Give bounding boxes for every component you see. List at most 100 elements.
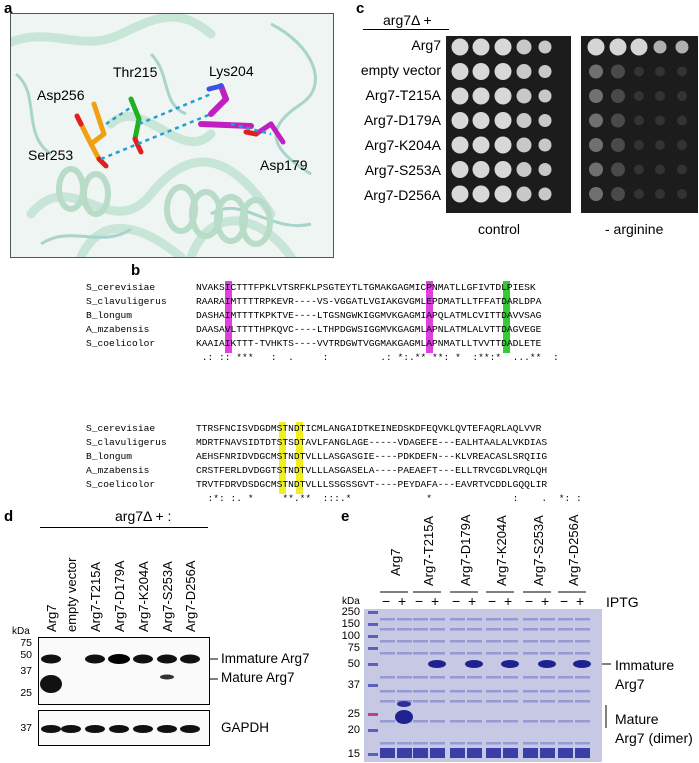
background-band (397, 742, 412, 745)
residue-asp179: Asp179 (260, 157, 308, 173)
background-band (486, 690, 501, 693)
arginine-colony (655, 164, 665, 175)
species-name: A_mzabensis (86, 324, 150, 335)
background-band (540, 628, 555, 631)
label-mature: Mature Arg7 (221, 670, 295, 685)
arginine-colony (634, 66, 644, 77)
background-band (486, 628, 501, 631)
dye-front (380, 748, 395, 758)
background-band (558, 676, 573, 679)
arginine-colony (634, 115, 644, 126)
ladder-band (368, 713, 378, 716)
spot-row-label: Arg7 (411, 37, 441, 53)
background-band (503, 720, 518, 723)
highlight-magenta-2 (426, 281, 433, 353)
band-immature (180, 654, 200, 664)
panel-d-label: d (4, 508, 14, 525)
control-colony (494, 136, 512, 154)
alignment-sequence: RAARAIMTTTTRPKEVR----VS-VGGATLVGIAKGVGML… (196, 296, 542, 307)
band-mature-e (395, 710, 413, 724)
background-band (575, 676, 590, 679)
background-band (486, 742, 501, 745)
background-band (523, 628, 538, 631)
band-immature-e (501, 660, 519, 668)
band-mature (40, 675, 62, 693)
dye-front (523, 748, 538, 758)
background-band (450, 640, 465, 643)
alignment-sequence: .: :: *** : . : .: *:.** **: * :**:* ...… (196, 352, 559, 363)
arginine-colony (634, 189, 644, 199)
control-colony (494, 185, 512, 203)
arginine-colony (653, 40, 667, 54)
ladder-band (368, 729, 378, 732)
background-band (413, 690, 428, 693)
background-band (430, 640, 445, 643)
iptg-minus: − (382, 593, 391, 609)
coomassie-marker: 50 (347, 658, 360, 670)
dye-front (540, 748, 555, 758)
background-band (540, 742, 555, 745)
band-immature (41, 654, 61, 664)
arginine-colony (675, 40, 689, 54)
residue-thr215: Thr215 (113, 64, 158, 80)
arginine-colony (611, 162, 625, 177)
background-band (523, 676, 538, 679)
coomassie-marker: 75 (347, 642, 360, 654)
background-band (558, 700, 573, 703)
background-band (413, 618, 428, 621)
control-colony (516, 113, 532, 128)
control-colony (472, 185, 490, 203)
dye-front (413, 748, 428, 758)
control-colony (472, 63, 490, 80)
western-marker: 75 (20, 637, 32, 649)
band-immature-e (573, 660, 591, 668)
spot-row-label: Arg7-D179A (363, 112, 441, 128)
band-gapdh (180, 725, 200, 733)
alignment-sequence: KAAIAIKTTT-TVHKTS----VVTRDGWTVGGMAKGAGML… (196, 338, 542, 349)
alignment-sequence: :*: :. * **.** :::.* * : . *: : (196, 493, 582, 504)
background-band (380, 742, 395, 745)
control-colony (451, 185, 469, 203)
spot-assay-header: arg7Δ + (383, 12, 432, 28)
panel-e-label: e (341, 508, 350, 525)
panel-c-label: c (356, 0, 365, 17)
coomassie-marker: 250 (341, 606, 360, 618)
alignment-sequence: TTRSFNCISVDGDMSTNDTICMLANGAIDTKEINEDSKDF… (196, 423, 542, 434)
panel-a-label: a (4, 0, 13, 17)
arginine-colony (677, 66, 687, 77)
alignment-sequence: CRSTFERLDVDGGTSTNDTVLLLASGASELA----PAEAE… (196, 465, 548, 476)
band-gapdh (157, 725, 177, 733)
control-colony (472, 87, 490, 105)
arginine-colony (611, 89, 625, 103)
background-band (558, 690, 573, 693)
background-band (523, 640, 538, 643)
arginine-colony (587, 38, 605, 56)
background-band (503, 652, 518, 655)
background-band (503, 676, 518, 679)
dye-front (558, 748, 573, 758)
spot-row-label: Arg7-K204A (364, 137, 441, 153)
background-band (540, 690, 555, 693)
control-colony (538, 65, 552, 78)
background-band (467, 628, 482, 631)
band-mature-weak (160, 674, 174, 680)
iptg-minus: − (488, 593, 497, 609)
background-band (430, 676, 445, 679)
background-band (575, 742, 590, 745)
background-band (430, 700, 445, 703)
background-band (450, 742, 465, 745)
alignment-sequence: AEHSFNRIDVDGCMSTNDTVLLLASGASGIE----PDKDE… (196, 451, 548, 462)
background-band (413, 676, 428, 679)
highlight-yellow-2 (296, 422, 303, 494)
band-gapdh (133, 725, 153, 733)
western-marker: 37 (20, 665, 32, 677)
arginine-colony (655, 140, 665, 150)
control-colony (494, 38, 512, 56)
control-colony (516, 39, 532, 55)
arginine-colony (677, 164, 687, 175)
arginine-colony (611, 138, 625, 152)
label-mature-e: Mature Arg7 (dimer) (615, 711, 693, 746)
